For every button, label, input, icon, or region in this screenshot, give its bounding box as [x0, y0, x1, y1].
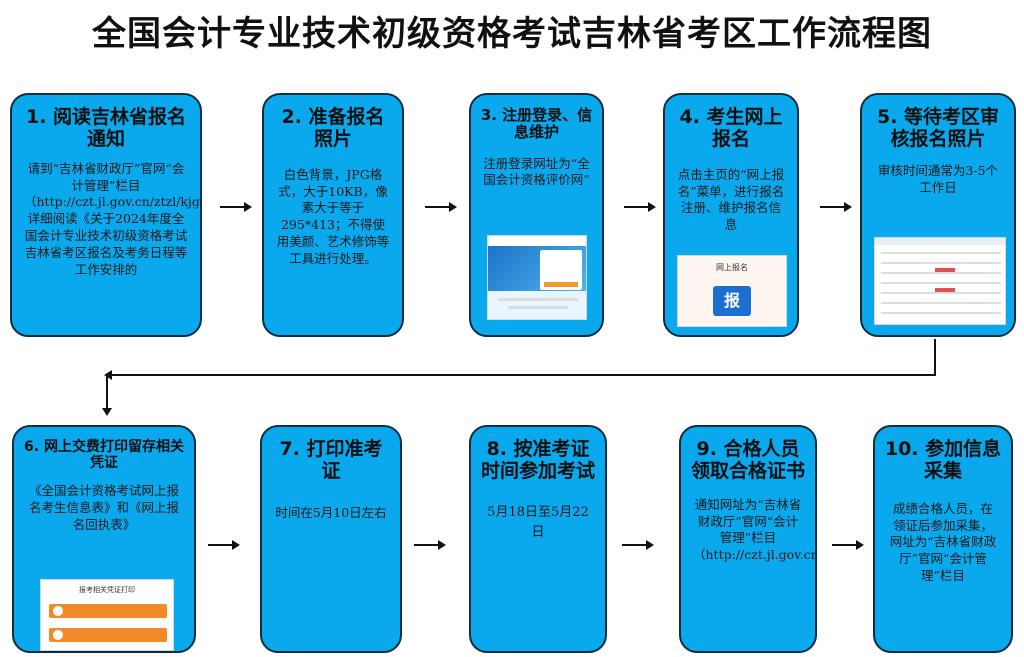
step-3-box: 3. 注册登录、信息维护 注册登录网址为“全国会计资格评价网” [469, 93, 604, 337]
connector-left-arrowhead [104, 370, 112, 380]
step-1-box: 1. 阅读吉林省报名通知 请到“吉林省财政厅”官网“会计管理”栏目（http:/… [10, 93, 202, 337]
highlight-mark [935, 268, 955, 272]
flow-arrow-6-7 [208, 540, 240, 550]
footer-line [498, 298, 578, 301]
report-icon: 报 [713, 286, 751, 316]
step-8-text: 5月18日至5月22日 [487, 504, 589, 541]
form-row [881, 312, 1001, 314]
flow-arrow-2-3 [425, 202, 457, 212]
payment-print-screenshot: 报考相关凭证打印 [40, 579, 174, 651]
step-9-text: 通知网址为“吉林省财政厅”官网“会计管理”栏目（http://czt.jl.go… [693, 496, 815, 563]
step-7-box: 7. 打印准考证 时间在5月10日左右 [260, 425, 402, 653]
review-form-screenshot [874, 237, 1006, 325]
step-1-text: 请到“吉林省财政厅”官网“会计管理”栏目（http://czt.jl.gov.c… [24, 160, 202, 277]
step-2-text: 白色背景，JPG格式，大于10KB，像素大于等于295*413；不得使用美颜、艺… [276, 166, 390, 267]
flow-arrow-8-9 [622, 540, 654, 550]
step-3-title: 3. 注册登录、信息维护 [480, 106, 593, 142]
step-1-title: 1. 阅读吉林省报名通知 [25, 106, 187, 150]
step-9-box: 9. 合格人员领取合格证书 通知网址为“吉林省财政厅”官网“会计管理”栏目（ht… [679, 425, 817, 653]
print-icon [53, 606, 63, 616]
page-title: 全国会计专业技术初级资格考试吉林省考区工作流程图 [92, 14, 932, 54]
flow-arrow-3-4 [624, 202, 656, 212]
connector-down-arrowhead [102, 408, 112, 416]
step-6-box: 6. 网上交费打印留存相关凭证 《全国会计资格考试网上报名考生信息表》和《网上报… [12, 425, 196, 653]
site-header-bar [488, 236, 586, 246]
flow-arrow-9-10 [832, 540, 864, 550]
highlight-mark [935, 288, 955, 292]
step-8-box: 8. 按准考证时间参加考试 5月18日至5月22日 [469, 425, 607, 653]
step-6-text: 《全国会计资格考试网上报名考生信息表》和《网上报名回执表》 [28, 483, 179, 532]
flow-arrow-4-5 [820, 202, 852, 212]
form-header [875, 238, 1005, 245]
flow-arrow-7-8 [414, 540, 446, 550]
online-report-label: 网上报名 [716, 263, 748, 272]
step-10-title: 10. 参加信息采集 [884, 438, 1002, 482]
step-10-text: 成绩合格人员，在领证后参加采集，网址为“吉林省财政厅”官网“会计管理”栏目 [889, 500, 997, 584]
step-6-title: 6. 网上交费打印留存相关凭证 [24, 439, 184, 472]
connector-down-to-step-6 [106, 376, 108, 410]
login-button [544, 282, 578, 287]
step-10-box: 10. 参加信息采集 成绩合格人员，在领证后参加采集，网址为“吉林省财政厅”官网… [873, 425, 1013, 653]
form-row [881, 302, 1001, 304]
connector-down-from-step-5 [934, 339, 936, 375]
print-button-1 [49, 604, 167, 618]
step-7-title: 7. 打印准考证 [279, 438, 383, 482]
print-title: 报考相关凭证打印 [79, 586, 135, 594]
step-9-title: 9. 合格人员领取合格证书 [690, 438, 805, 482]
form-row [881, 292, 1001, 294]
connector-across [110, 374, 936, 376]
step-5-box: 5. 等待考区审核报名照片 审核时间通常为3-5个工作日 [860, 93, 1016, 337]
flow-arrow-1-2 [220, 202, 252, 212]
print-icon [53, 630, 63, 640]
form-row [881, 252, 1001, 254]
form-row [881, 282, 1001, 284]
step-4-box: 4. 考生网上报名 点击主页的“网上报名”菜单，进行报名注册、维护报名信息 网上… [663, 93, 799, 337]
step-4-title: 4. 考生网上报名 [679, 106, 783, 150]
step-2-box: 2. 准备报名照片 白色背景，JPG格式，大于10KB，像素大于等于295*41… [262, 93, 404, 337]
step-8-title: 8. 按准考证时间参加考试 [480, 438, 595, 482]
step-5-text: 审核时间通常为3-5个工作日 [877, 162, 999, 195]
form-row [881, 272, 1001, 274]
form-row [881, 262, 1001, 264]
registration-site-screenshot [487, 235, 587, 320]
print-button-2 [49, 628, 167, 642]
step-7-text: 时间在5月10日左右 [275, 504, 387, 520]
online-report-screenshot: 网上报名 报 [677, 255, 787, 327]
step-2-title: 2. 准备报名照片 [281, 106, 385, 150]
step-3-text: 注册登录网址为“全国会计资格评价网” [483, 155, 590, 188]
step-5-title: 5. 等待考区审核报名照片 [876, 106, 1000, 150]
step-4-text: 点击主页的“网上报名”菜单，进行报名注册、维护报名信息 [677, 166, 785, 233]
footer-line [508, 306, 568, 309]
